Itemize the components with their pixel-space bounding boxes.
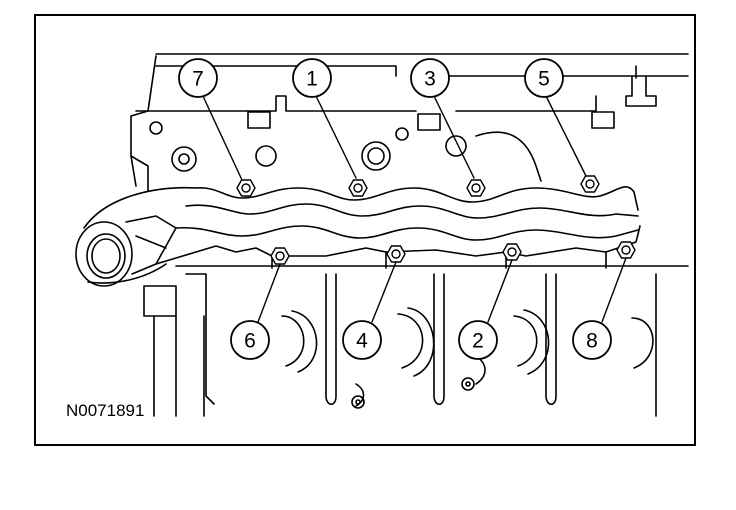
callout-label: 7 [192,68,204,91]
engine-block-outline [143,265,689,417]
exhaust-manifold-drawing: 7 1 3 5 6 4 2 8 [75,53,689,417]
manifold-bolts [236,175,636,265]
callout-8: 8 [572,320,612,360]
figure-frame: 7 1 3 5 6 4 2 8 N0071891 [34,14,696,446]
callout-label: 5 [538,68,550,91]
callout-4: 4 [342,320,382,360]
callout-2: 2 [458,320,498,360]
callout-label: 6 [244,330,256,353]
exhaust-manifold [75,186,641,287]
callout-6: 6 [230,320,270,360]
callout-1: 1 [292,58,332,98]
callout-label: 1 [306,68,318,91]
callout-3: 3 [410,58,450,98]
callout-label: 8 [586,330,598,353]
callout-label: 3 [424,68,436,91]
cylinder-head-outline [130,53,689,192]
callout-label: 4 [356,330,368,353]
callout-5: 5 [524,58,564,98]
leader-lines [201,93,627,323]
figure-id-label: N0071891 [66,401,145,420]
callout-label: 2 [472,330,484,353]
callout-7: 7 [178,58,218,98]
